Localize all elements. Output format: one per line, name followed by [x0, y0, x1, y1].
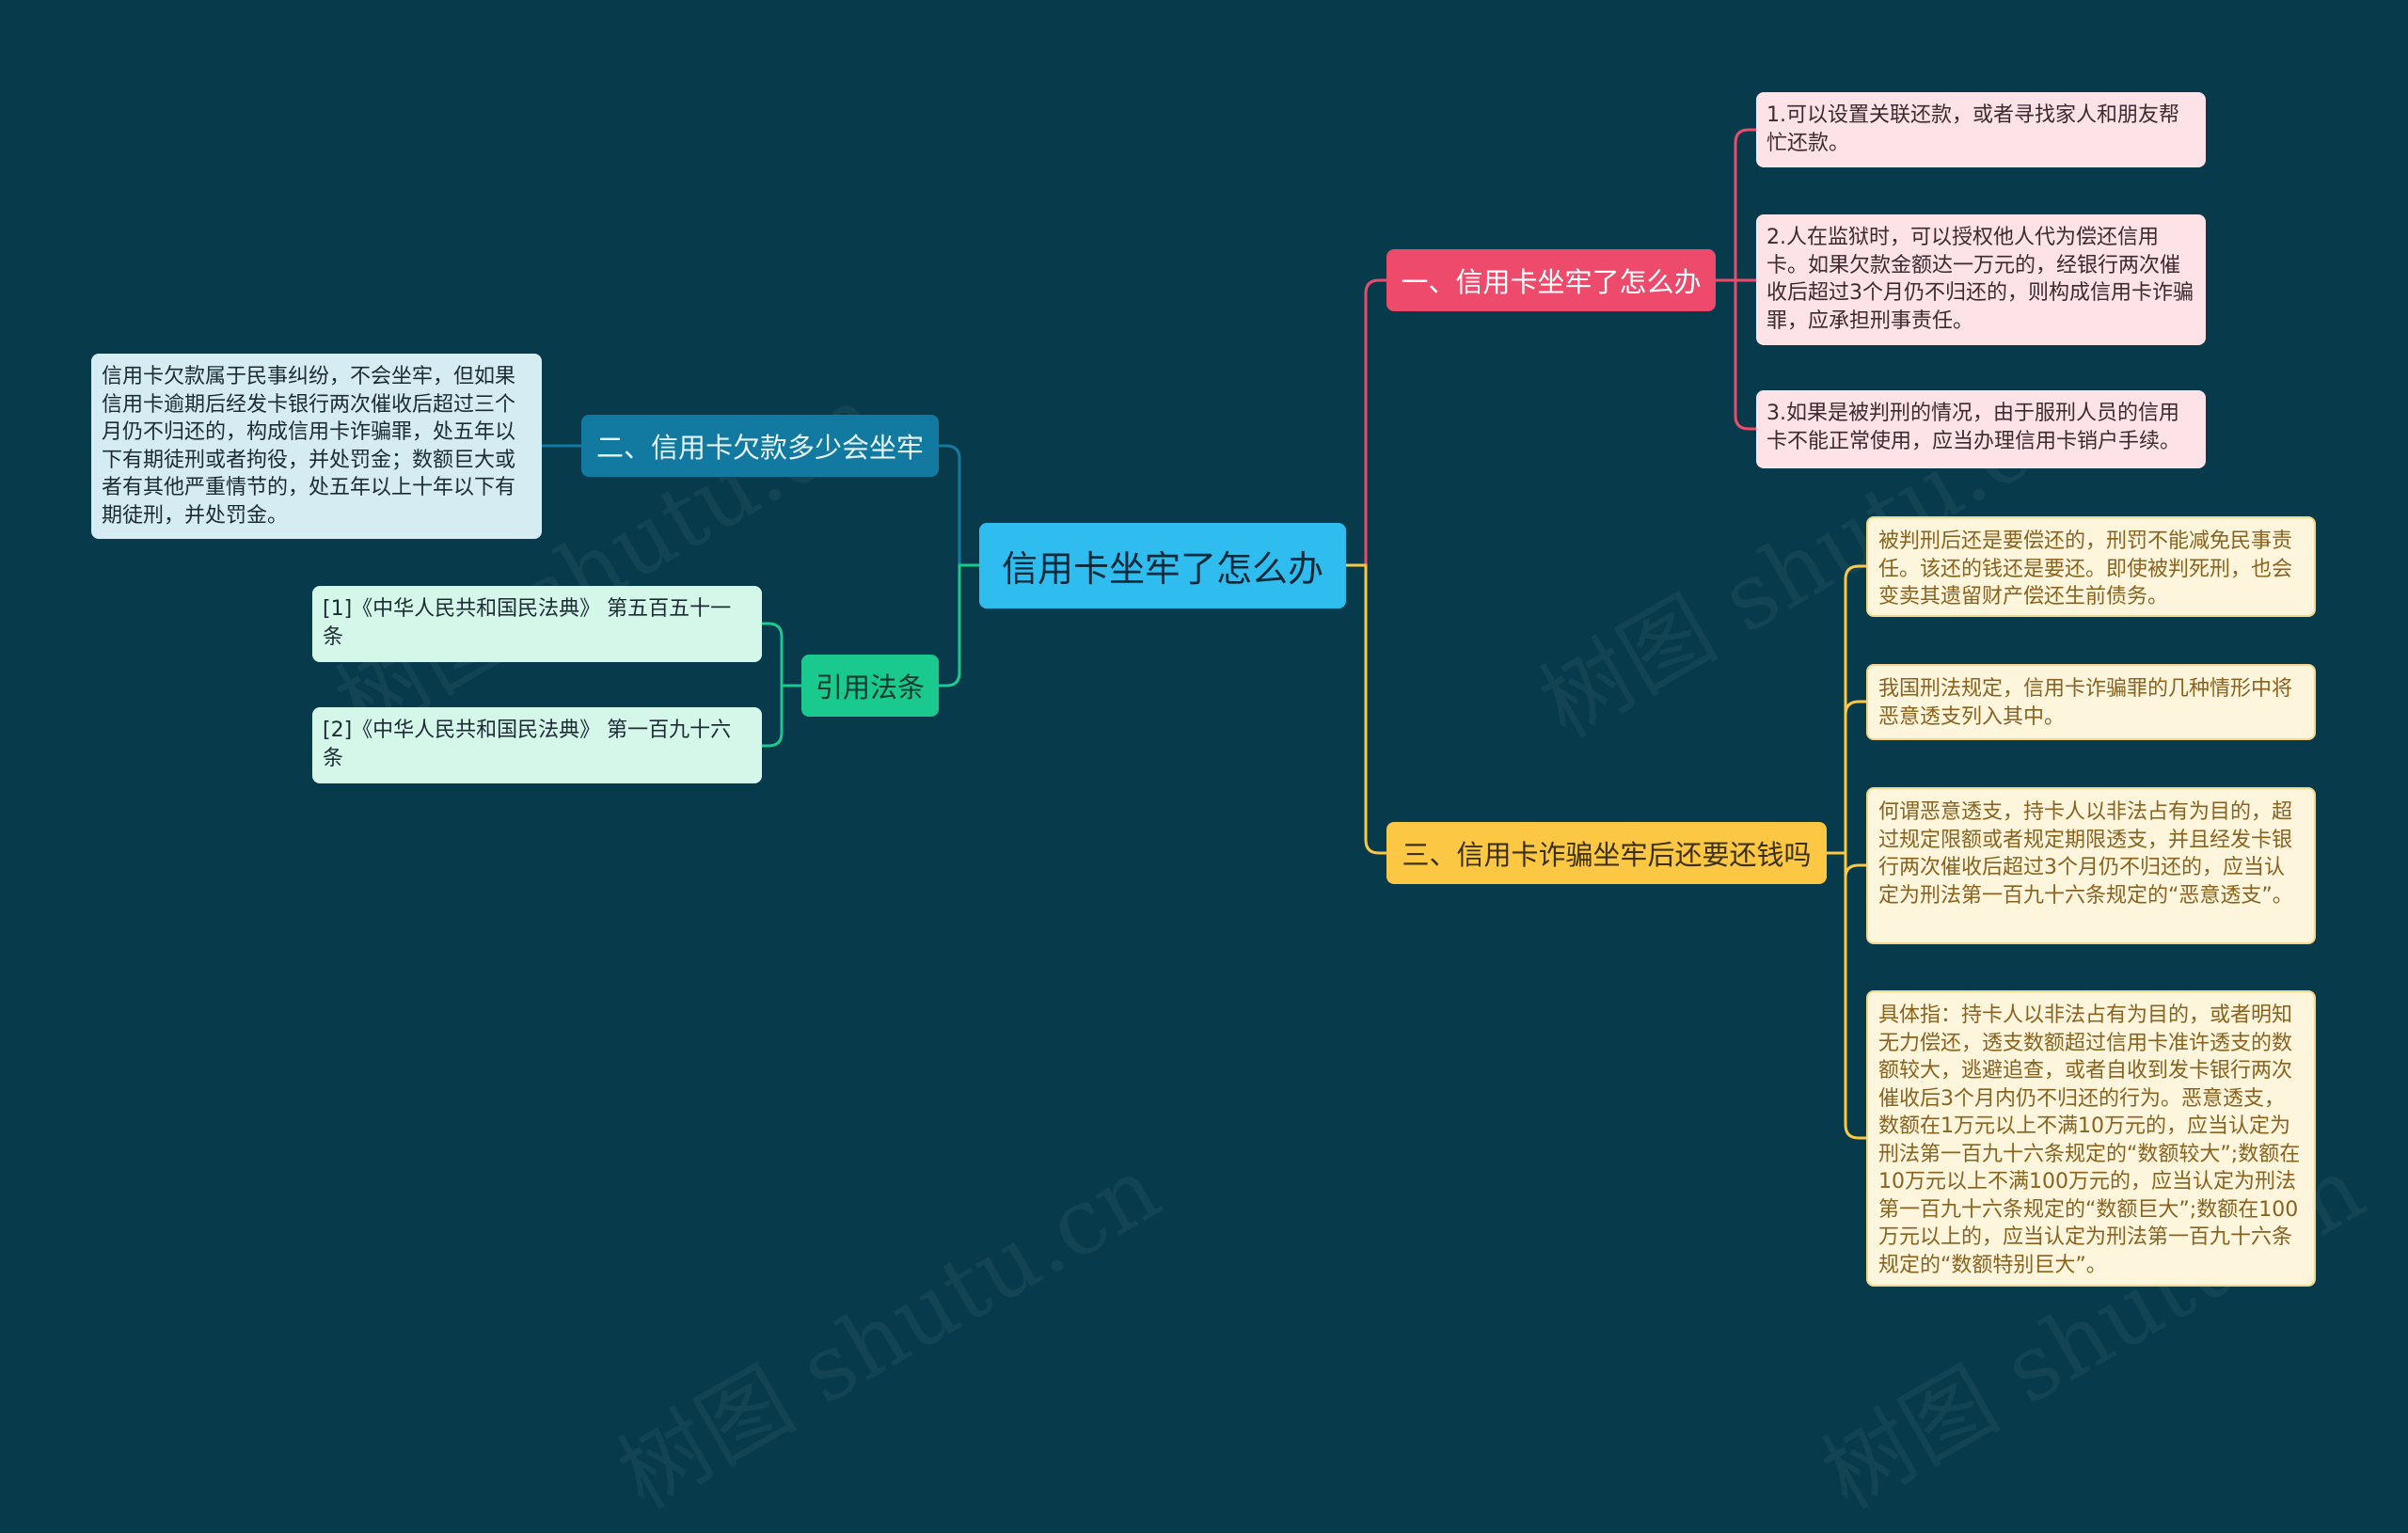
central-topic[interactable]: 信用卡坐牢了怎么办: [979, 523, 1346, 608]
link-center-b1: [1346, 278, 1386, 567]
mindmap-canvas: 树图 shutu.cn 树图 shutu.cn 树图 shutu.cn 树图 s…: [91, 92, 2381, 1529]
leaf-topic[interactable]: 具体指：持卡人以非法占有为目的，或者明知无力偿还，透支数额超过信用卡准许透支的数…: [1866, 990, 2316, 1287]
link-center-b2: [939, 444, 979, 567]
link-b4-leaf1: [762, 622, 801, 687]
branch-topic-1[interactable]: 一、信用卡坐牢了怎么办: [1386, 249, 1716, 311]
link-center-b3: [1346, 563, 1386, 855]
connector-lines: [542, 128, 1866, 1140]
leaf-topic[interactable]: 2.人在监狱时，可以授权他人代为偿还信用卡。如果欠款金额达一万元的，经银行两次催…: [1756, 214, 2206, 345]
link-b3-leaf4: [1827, 851, 1866, 1140]
branch-topic-2[interactable]: 二、信用卡欠款多少会坐牢: [581, 415, 939, 477]
link-b1-leaf1: [1716, 128, 1756, 282]
leaf-topic[interactable]: 1.可以设置关联还款，或者寻找家人和朋友帮忙还款。: [1756, 92, 2206, 167]
leaf-topic[interactable]: 3.如果是被判刑的情况，由于服刑人员的信用卡不能正常使用，应当办理信用卡销户手续…: [1756, 390, 2206, 468]
branch-topic-3[interactable]: 三、信用卡诈骗坐牢后还要还钱吗: [1386, 822, 1827, 884]
link-b3-leaf1: [1827, 564, 1866, 855]
leaf-topic[interactable]: 我国刑法规定，信用卡诈骗罪的几种情形中将恶意透支列入其中。: [1866, 664, 2316, 740]
link-b1-leaf3: [1716, 278, 1756, 431]
leaf-topic[interactable]: 被判刑后还是要偿还的，刑罚不能减免民事责任。该还的钱还是要还。即使被判死刑，也会…: [1866, 516, 2316, 617]
link-b3-leaf2: [1827, 700, 1866, 855]
leaf-topic[interactable]: 信用卡欠款属于民事纠纷，不会坐牢，但如果信用卡逾期后经发卡银行两次催收后超过三个…: [91, 354, 542, 539]
leaf-topic[interactable]: 何谓恶意透支，持卡人以非法占有为目的，超过规定限额或者规定期限透支，并且经发卡银…: [1866, 787, 2316, 944]
branch-topic-citations[interactable]: 引用法条: [801, 655, 939, 717]
link-center-b4: [939, 563, 979, 687]
link-b4-leaf2: [762, 684, 801, 748]
citation-item[interactable]: [1]《中华人民共和国民法典》 第五百五十一条: [312, 586, 762, 662]
citation-item[interactable]: [2]《中华人民共和国民法典》 第一百九十六条: [312, 707, 762, 783]
